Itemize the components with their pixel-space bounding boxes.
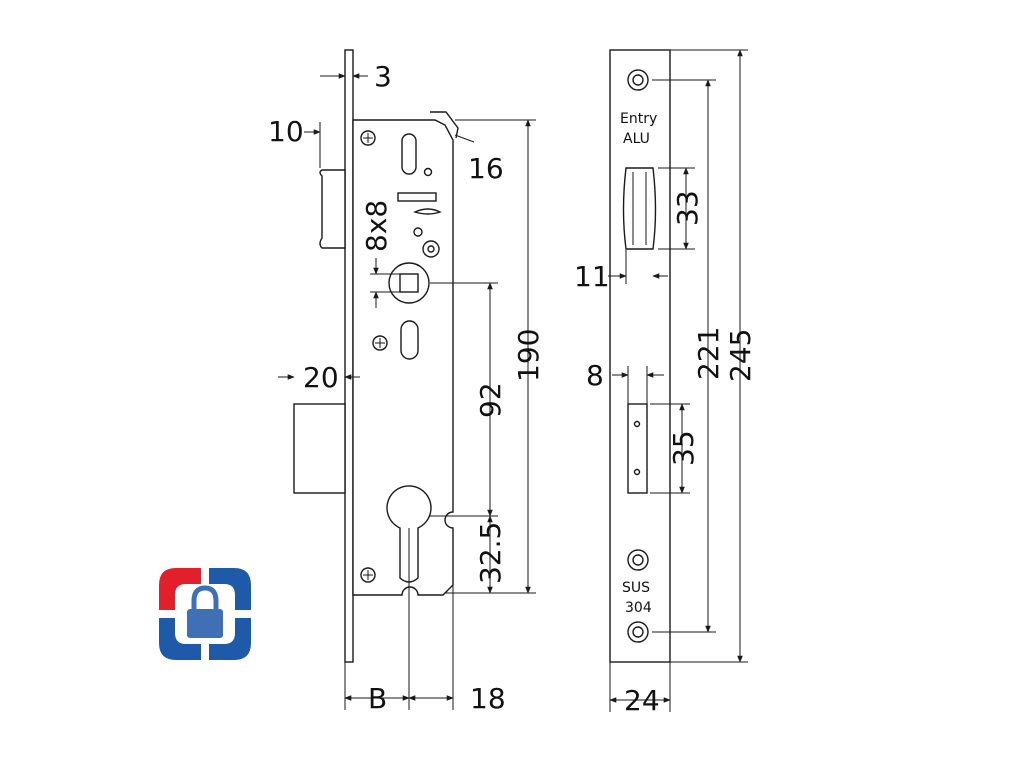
dim-faceplate-width: 24 <box>624 684 660 717</box>
logo-blue-bracket-top <box>209 568 251 610</box>
rect-slot <box>397 192 437 202</box>
front-view: Entry ALU SUS 304 33 <box>574 49 757 717</box>
small-hole <box>413 227 423 237</box>
dim-faceplate-height: 245 <box>724 329 757 382</box>
dim-bolt-window-height: 35 <box>667 430 700 466</box>
screw-top <box>360 130 376 146</box>
dim-body-height: 190 <box>512 329 545 382</box>
latch-bevel <box>430 111 459 139</box>
dim-spindle: 8x8 <box>360 200 393 252</box>
dim-latch-bevel: 16 <box>468 152 504 185</box>
dim-backset: B <box>368 682 387 715</box>
dim-cylinder-to-bottom: 32.5 <box>474 522 507 584</box>
side-view: 3 10 16 8x8 92 32.5 190 20 <box>268 49 545 715</box>
curved-slot <box>413 208 442 215</box>
front-screw-bottom <box>627 621 649 643</box>
logo-blue-bracket-right <box>209 618 251 660</box>
dim-deadbolt-throw: 20 <box>303 361 339 394</box>
dim-latch-offset: 10 <box>268 115 304 148</box>
faceplate-strip <box>344 49 354 663</box>
spindle-square <box>399 273 419 293</box>
bolt-window <box>627 403 648 494</box>
logo-red-bracket <box>159 568 201 610</box>
slot-mid <box>400 320 419 360</box>
pin-hole <box>423 167 433 177</box>
label-304: 304 <box>625 600 652 616</box>
screw-bottom <box>360 567 376 583</box>
slot-top <box>401 133 417 175</box>
dim-latch-window-inset: 11 <box>574 260 610 293</box>
dim-faceplate-thickness: 3 <box>374 60 392 93</box>
spindle-hub-inner <box>427 245 435 253</box>
screw-mid <box>372 335 388 351</box>
dim-screw-centers: 221 <box>692 327 725 380</box>
label-entry: Entry <box>620 111 657 127</box>
brand-logo <box>159 568 251 660</box>
dim-bolt-window-width: 8 <box>586 359 604 392</box>
front-screw-top <box>627 69 649 91</box>
front-screw-mid <box>627 549 649 571</box>
label-alu: ALU <box>623 131 650 147</box>
label-sus: SUS <box>622 580 650 596</box>
dim-cylinder-to-back: 18 <box>470 682 506 715</box>
dim-spindle-to-cylinder: 92 <box>474 382 507 418</box>
dim-latch-window-height: 33 <box>671 190 704 226</box>
latch <box>319 169 346 249</box>
latch-window <box>622 167 657 250</box>
deadbolt <box>293 403 346 494</box>
logo-blue-bracket-left <box>159 618 201 660</box>
padlock-icon <box>187 585 223 638</box>
